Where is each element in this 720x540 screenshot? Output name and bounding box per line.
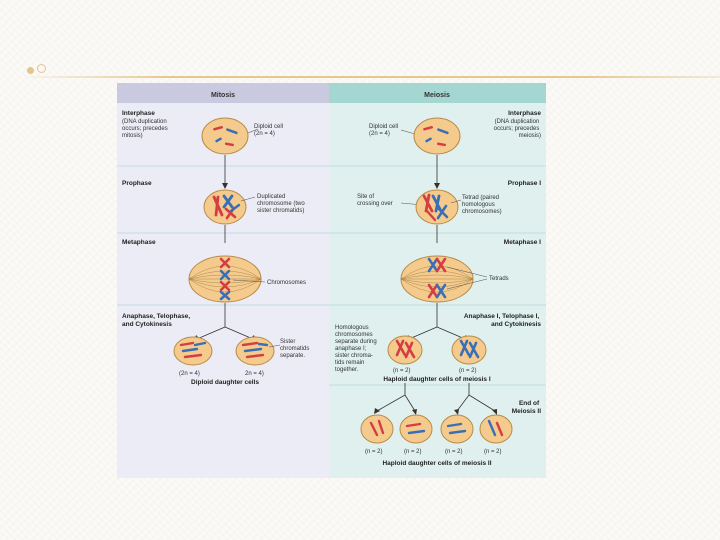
- mitosis-chromosomes-label: Chromosomes: [267, 280, 306, 286]
- meiosis-crossing-label: Site of crossing over: [357, 194, 393, 207]
- mitosis-anaphase-label: Anaphase, Telophase, and Cytokinesis: [122, 313, 192, 328]
- meiosis-i-daughter-cell-left: [387, 335, 423, 365]
- mitosis-sister-label: Sister chromatids separate.: [280, 339, 311, 359]
- mitosis-meiosis-figure: Mitosis Meiosis Interphase (DNA duplicat…: [117, 83, 546, 478]
- arrow: [224, 326, 254, 340]
- mitosis-interphase-label: Interphase: [122, 110, 155, 117]
- leader-line: [240, 196, 256, 202]
- meiosis-prophase-cell: [415, 189, 459, 225]
- leader-line: [450, 199, 462, 204]
- meiosis-ii-cell-3: [440, 414, 474, 444]
- mitosis-daughter-cell-right: [235, 336, 275, 366]
- meiosis-header: [329, 83, 546, 103]
- arrow: [436, 326, 466, 340]
- arrow: [408, 326, 438, 340]
- meiosis-prophase-label: Prophase I: [508, 180, 541, 187]
- leader-line: [446, 266, 488, 278]
- mitosis-metaphase-cell: [188, 255, 262, 303]
- meiosis-i-daughter-label: Haploid daughter cells of meiosis I: [383, 376, 490, 383]
- meiosis-interphase-label: Interphase: [508, 110, 541, 117]
- meiosis-interphase-desc: (DNA duplication occurs; precedes meiosi…: [494, 119, 541, 139]
- meiosis-ii-daughter-label: Haploid daughter cells of meiosis II: [382, 460, 491, 467]
- meiosis-metaphase-label: Metaphase I: [504, 239, 541, 246]
- meiosis-ii-cell-4: [479, 414, 513, 444]
- meiosis-i-count-left: (n = 2): [393, 368, 411, 374]
- leader-line: [400, 129, 416, 135]
- arrow: [196, 326, 226, 340]
- meiosis-tetrad-label: Tetrad (paired homologous chromosomes): [462, 195, 502, 215]
- arrow-head: [222, 183, 228, 189]
- arrow-head: [434, 183, 440, 189]
- mitosis-daughter-label: Diploid daughter cells: [191, 379, 259, 386]
- meiosis-i-daughter-cell-right: [451, 335, 487, 365]
- meiosis-homologous-label: Homologous chromosomes separate during a…: [335, 325, 378, 373]
- meiosis-i-count-right: (n = 2): [459, 368, 477, 374]
- meiosis-ii-arrows: [376, 383, 496, 412]
- leader-line: [268, 344, 281, 348]
- meiosis-ii-cell-2: [399, 414, 433, 444]
- mitosis-count-right: 2n = 4): [245, 371, 264, 377]
- mitosis-prophase-label: Prophase: [122, 180, 152, 187]
- meiosis-ii-count-4: (n = 2): [484, 449, 502, 455]
- meiosis-ii-count-2: (n = 2): [404, 449, 422, 455]
- mitosis-title: Mitosis: [211, 92, 235, 99]
- meiosis-metaphase-cell: [400, 255, 474, 303]
- meiosis-end-label: End of Meiosis II: [512, 400, 541, 415]
- mitosis-diploid-label: Diploid cell (2n = 4): [254, 124, 285, 137]
- row-dividers: [117, 165, 546, 386]
- meiosis-title: Meiosis: [424, 92, 450, 99]
- leader-line: [446, 278, 488, 290]
- meiosis-tetrads-label: Tetrads: [489, 276, 509, 282]
- mitosis-header: [117, 83, 329, 103]
- meiosis-interphase-cell: [413, 117, 461, 155]
- decorative-dot: [27, 67, 34, 74]
- meiosis-ii-count-1: (n = 2): [365, 449, 383, 455]
- mitosis-count-left: (2n = 4): [179, 371, 200, 377]
- leader-line: [247, 128, 259, 134]
- decorative-ring: [37, 64, 46, 73]
- mitosis-daughter-cell-left: [173, 336, 213, 366]
- mitosis-duplicated-label: Duplicated chromosome (two sister chroma…: [257, 194, 306, 214]
- leader-line: [232, 279, 266, 283]
- meiosis-ii-cell-1: [360, 414, 394, 444]
- meiosis-ii-count-3: (n = 2): [445, 449, 463, 455]
- meiosis-ii-arrow-heads: [374, 408, 497, 415]
- mitosis-prophase-cell: [203, 189, 247, 225]
- decorative-rule: [30, 76, 720, 78]
- mitosis-interphase-cell: [201, 117, 249, 155]
- meiosis-diploid-label: Diploid cell (2n = 4): [369, 124, 400, 137]
- meiosis-anaphase-label: Anaphase I, Telophase I, and Cytokinesis: [464, 313, 542, 328]
- mitosis-interphase-desc: (DNA duplication occurs; precedes mitosi…: [122, 119, 169, 139]
- mitosis-metaphase-label: Metaphase: [122, 239, 156, 246]
